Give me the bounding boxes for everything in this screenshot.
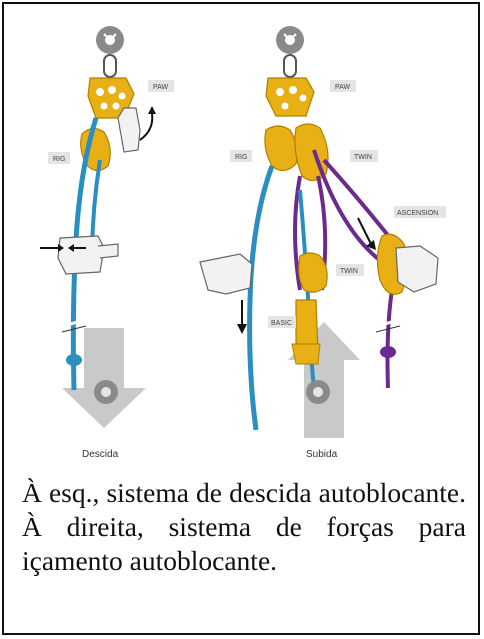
svg-text:BASIC: BASIC [271, 320, 292, 327]
svg-text:RIG: RIG [235, 154, 247, 161]
rope-knot-left-icon [66, 354, 82, 366]
rope-knot-purple-icon [380, 346, 396, 358]
carabiner-right-icon [284, 55, 296, 77]
caption-right: Subida [306, 449, 338, 460]
label-twin-upper: TWIN [350, 150, 378, 162]
hand-gripping-left-icon [58, 236, 104, 274]
figure-caption: À esq., sistema de descida autoblocante.… [22, 476, 466, 578]
top-anchor-left-icon [96, 26, 124, 54]
svg-text:TWIN: TWIN [354, 154, 372, 161]
svg-text:ASCENSION: ASCENSION [397, 210, 438, 217]
curved-arrow-icon [140, 114, 152, 140]
hand-on-rig-icon [118, 108, 140, 152]
svg-text:TWIN: TWIN [340, 268, 358, 275]
label-basic: BASIC [268, 316, 296, 328]
rig-device-right-icon [265, 126, 297, 171]
label-ascension: ASCENSION [394, 206, 446, 218]
label-right-rig: RIG [230, 150, 252, 162]
label-twin-lower: TWIN [336, 264, 364, 276]
caption-left: Descida [82, 449, 119, 460]
hand-holding-blue-rope-icon [200, 254, 252, 294]
rescue-diagram: PAW RIG Descida [0, 0, 484, 470]
hand-pulling-ascension-icon [396, 246, 438, 292]
rope-right-icon [250, 166, 272, 430]
load-anchor-left-icon [94, 380, 118, 404]
label-left-rig: RIG [48, 152, 70, 164]
label-left-paw: PAW [148, 80, 174, 92]
svg-text:PAW: PAW [335, 84, 351, 91]
svg-text:RIG: RIG [53, 156, 65, 163]
load-anchor-right-icon [306, 380, 330, 404]
svg-text:PAW: PAW [153, 84, 169, 91]
top-anchor-right-icon [276, 26, 304, 54]
label-right-paw: PAW [330, 80, 356, 92]
carabiner-left-icon [104, 55, 116, 77]
paw-plate-right-icon [266, 78, 314, 116]
